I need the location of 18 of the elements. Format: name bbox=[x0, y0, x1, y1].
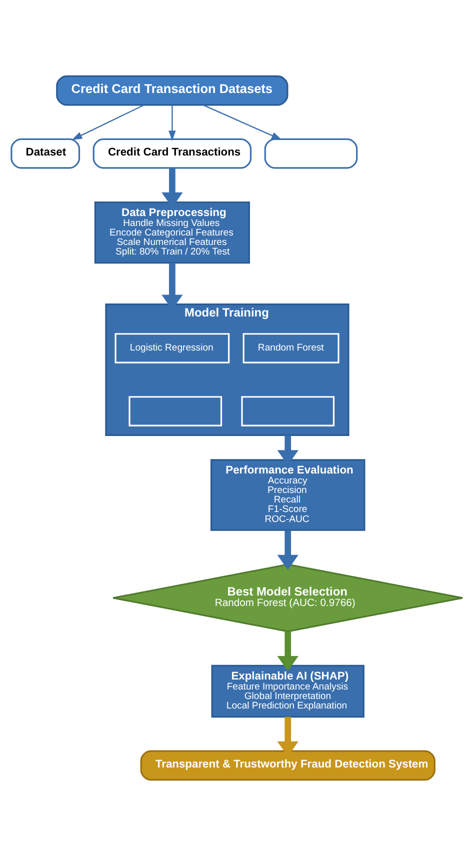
node-box bbox=[241, 396, 335, 426]
node-box: Credit Card Transactions bbox=[92, 138, 252, 169]
node-box bbox=[128, 396, 222, 426]
arrow bbox=[72, 104, 144, 140]
node-box: Random Forest bbox=[242, 333, 340, 364]
node-box: Performance Evaluation Accuracy Precision Recall F1-Score ROC-AUC bbox=[210, 459, 366, 531]
arrow bbox=[202, 104, 282, 140]
node-box: Credit Card Transaction Datasets bbox=[56, 75, 288, 106]
node-box bbox=[264, 138, 358, 169]
node-box: Logistic Regression bbox=[114, 333, 230, 364]
node-diamond: Best Model Selection Random Forest (AUC: 0.9766) bbox=[112, 564, 464, 632]
node-box: Dataset bbox=[10, 138, 80, 169]
node-box: Data Preprocessing Handle Missing Values Encode Categorical Features Scale Numerical Features Split: 80% Train / 20% Test bbox=[94, 201, 250, 264]
node-box: Explainable AI (SHAP) Feature Importance Analysis Global Interpretation Local Prediction Explanation bbox=[211, 664, 364, 718]
arrow bbox=[277, 632, 298, 672]
node-box: Transparent & Trustworthy Fraud Detection System bbox=[140, 750, 436, 781]
arrow bbox=[168, 104, 176, 141]
arrow bbox=[277, 530, 298, 570]
